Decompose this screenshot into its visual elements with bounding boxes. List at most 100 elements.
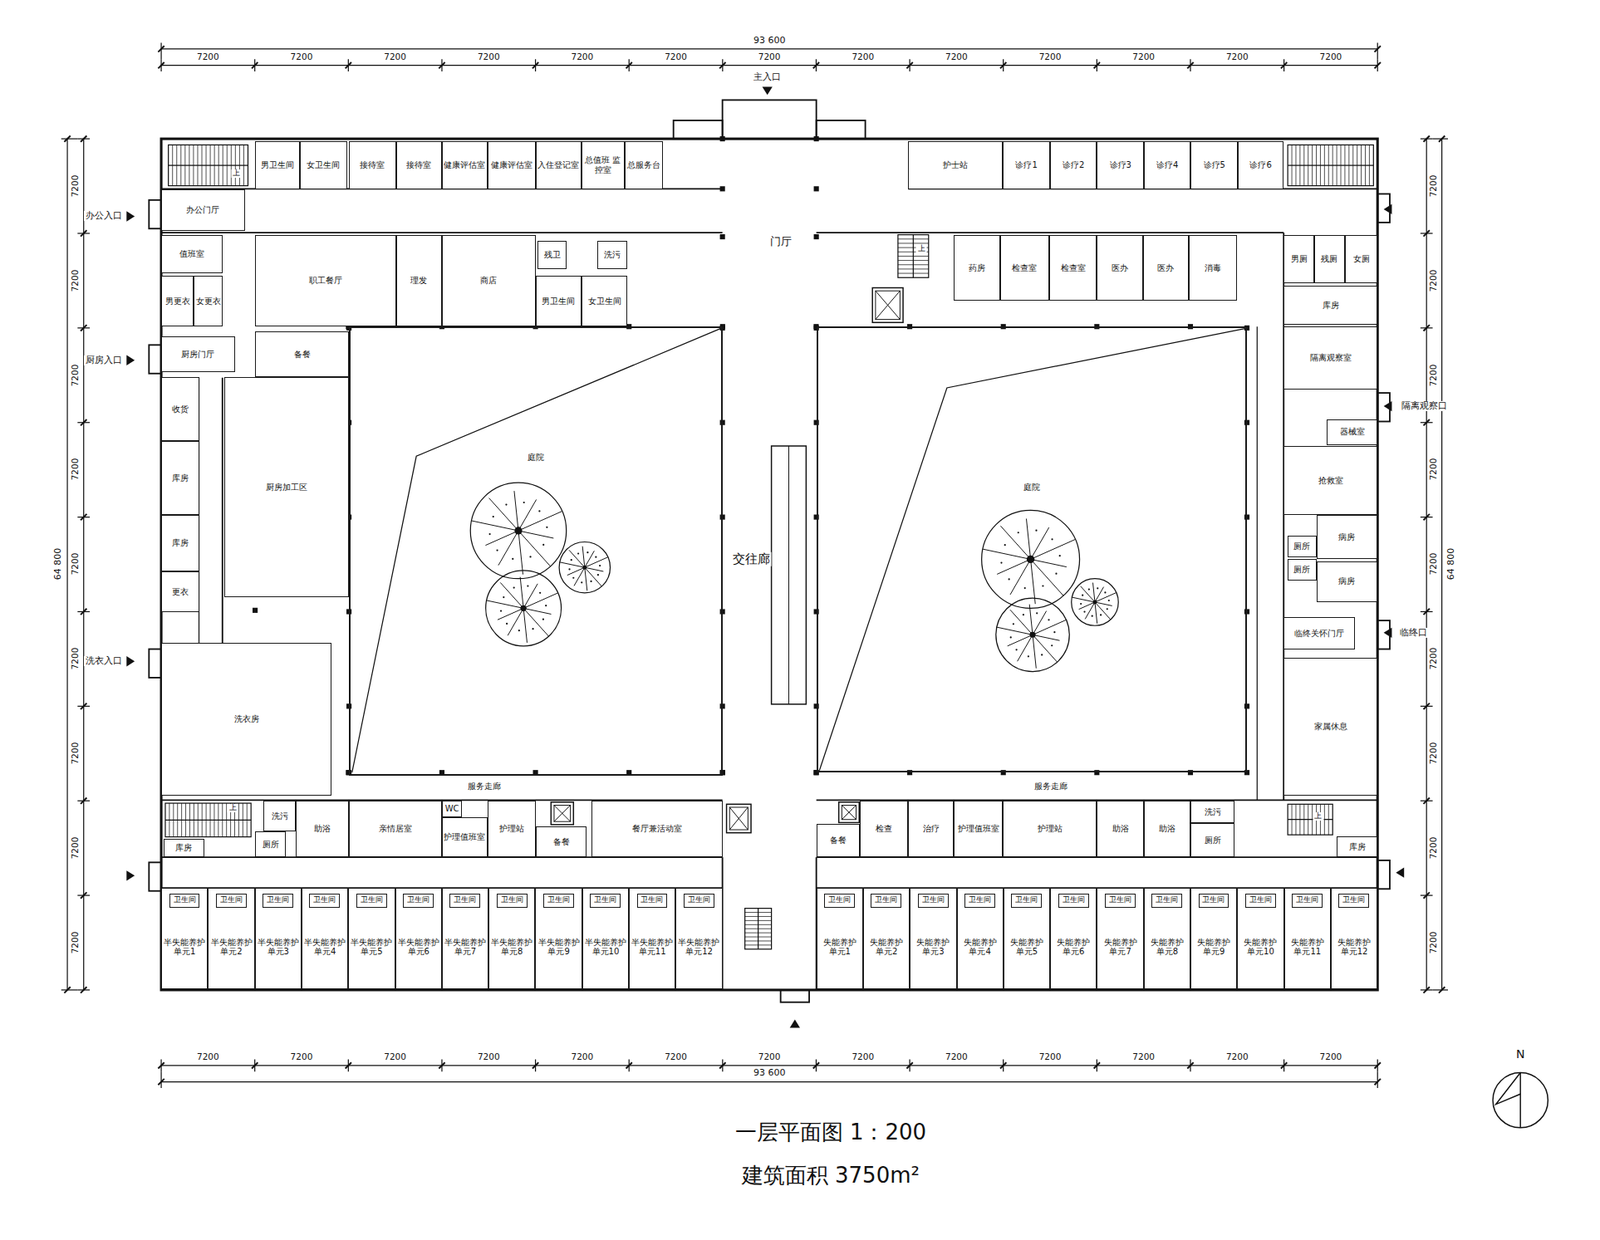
- room: 诊疗6: [1237, 141, 1284, 191]
- dimension-line: [161, 48, 1378, 50]
- elevator-car: [554, 805, 571, 823]
- outer-wall: [161, 138, 1378, 991]
- care-unit: 半失能养护 单元3卫生间: [255, 888, 302, 991]
- tree-branch: [569, 549, 585, 568]
- tree-branch: [1094, 593, 1117, 603]
- room-name: 总服务台: [627, 160, 661, 171]
- room: 消毒: [1188, 235, 1237, 302]
- room-name: 失能养护 单元3: [911, 937, 955, 958]
- dimension: 7200: [569, 1052, 596, 1063]
- tree-dot: [570, 559, 573, 561]
- column: [1244, 515, 1250, 521]
- tree-branch: [523, 608, 549, 637]
- room-name: 接待室: [406, 160, 432, 171]
- tree-branch: [567, 567, 585, 575]
- vestibule: [148, 344, 162, 374]
- unit-bathroom: 卫生间: [870, 893, 902, 908]
- tree-trunk: [1030, 632, 1036, 639]
- room: 库房: [163, 839, 205, 858]
- tree-crown: [485, 570, 562, 647]
- unit-bathroom: 卫生间: [1198, 893, 1230, 908]
- tree-dot: [1053, 631, 1056, 634]
- unit-bathroom: 卫生间: [496, 893, 528, 908]
- extension-line: [61, 989, 79, 991]
- tree-dot: [539, 592, 541, 594]
- tree-branch: [1094, 602, 1111, 620]
- courtyard-paving-line: [819, 328, 1245, 771]
- tree-dot: [492, 515, 495, 518]
- room-name: 厨房加工区: [265, 482, 308, 493]
- dimension: 7200: [70, 456, 81, 483]
- tree-dot: [1099, 613, 1102, 616]
- extension-line: [1433, 138, 1448, 140]
- room: 商店: [441, 235, 536, 328]
- care-unit: 半失能养护 单元4卫生间: [301, 888, 349, 991]
- north-arrow-circle: [1492, 1072, 1548, 1128]
- room: 备餐: [535, 826, 587, 858]
- room: 隔离观察室: [1283, 326, 1378, 390]
- room-name: 办公门厅: [186, 205, 220, 216]
- tree-dot: [495, 549, 498, 551]
- room: 库房: [1336, 836, 1378, 858]
- room: 护理站: [487, 800, 536, 858]
- dimension: 7200: [70, 173, 81, 200]
- tree-crown: [1071, 579, 1120, 627]
- entrance-label: 临终口: [1398, 628, 1429, 639]
- room: 病房: [1316, 561, 1379, 603]
- tree-dot: [1035, 612, 1038, 614]
- extension-line: [1283, 58, 1285, 72]
- room-name: 器械室: [1339, 426, 1365, 437]
- room: 入住登记室: [535, 141, 582, 191]
- extension-line: [77, 516, 90, 518]
- dimension: 7200: [476, 52, 502, 63]
- tree-branch: [1025, 519, 1031, 560]
- room-name: 洗污: [271, 811, 289, 822]
- tree-branch: [520, 577, 524, 609]
- stair-outline: [898, 235, 929, 279]
- dimension-line: [1441, 138, 1443, 991]
- room-name: 卫生间: [1015, 896, 1038, 905]
- entrance-canopy: [722, 99, 817, 139]
- room-name: 临终关怀门厅: [1294, 628, 1345, 639]
- dimension: 7200: [1130, 52, 1157, 63]
- area-label: 门厅: [768, 235, 794, 248]
- extension-line: [1420, 327, 1434, 329]
- room-name: 消毒: [1204, 263, 1222, 274]
- stair-symbol: [898, 235, 929, 279]
- unit-bathroom: 卫生间: [1011, 893, 1042, 908]
- extension-line: [1433, 989, 1448, 991]
- care-unit: 失能养护 单元7卫生间: [1096, 888, 1144, 991]
- stair-direction: 上: [916, 245, 928, 254]
- room-name: 卫生间: [220, 896, 243, 905]
- room: 助浴: [1143, 800, 1192, 858]
- room-name: 总值班 监控室: [583, 155, 624, 175]
- dimension: 7200: [382, 52, 408, 63]
- room: 药房: [953, 235, 1000, 302]
- column: [720, 703, 726, 709]
- room-name: 检查室: [1060, 263, 1086, 274]
- extension-line: [1420, 232, 1434, 234]
- room-name: 半失能养护 单元9: [536, 937, 580, 958]
- unit-bathroom: 卫生间: [1058, 893, 1090, 908]
- care-unit: 失能养护 单元1卫生间: [816, 888, 864, 991]
- tree-dot: [594, 556, 597, 559]
- care-unit: 失能养护 单元6卫生间: [1050, 888, 1097, 991]
- dimension: 7200: [849, 1052, 876, 1063]
- entrance-label: 隔离观察口: [1399, 401, 1449, 412]
- care-unit: 半失能养护 单元7卫生间: [441, 888, 489, 991]
- extension-line: [1002, 58, 1004, 72]
- room: 洗污: [597, 240, 629, 270]
- entrance-marker: [1384, 401, 1393, 412]
- dimension: 7200: [756, 52, 783, 63]
- tree-symbol: [981, 510, 1080, 609]
- room: 厕所: [1190, 823, 1235, 858]
- room-name: 健康评估室: [443, 160, 486, 171]
- extension-line: [348, 1060, 349, 1073]
- care-unit: 失能养护 单元4卫生间: [957, 888, 1004, 991]
- tree-branch: [1030, 539, 1076, 560]
- unit-bathroom: 卫生间: [589, 893, 621, 908]
- tree-branch: [1094, 602, 1098, 624]
- tree-branch: [1000, 525, 1031, 560]
- room-name: 接待室: [359, 160, 385, 171]
- stair-outline: [1287, 804, 1333, 835]
